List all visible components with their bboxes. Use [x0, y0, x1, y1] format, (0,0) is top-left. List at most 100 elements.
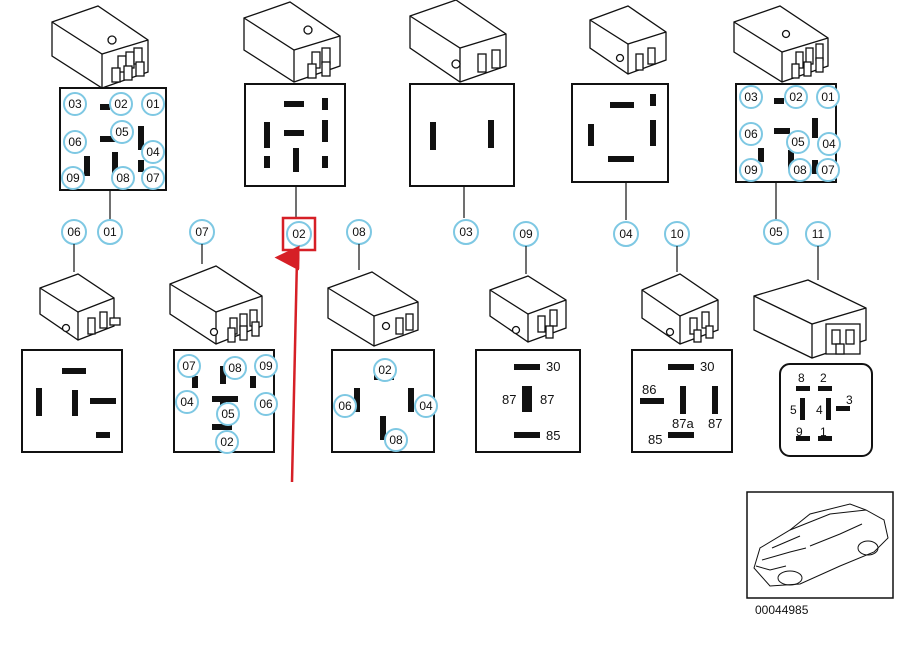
pin-callout-02: 02 — [373, 358, 397, 382]
svg-text:07: 07 — [195, 225, 209, 239]
pin-callout-01: 01 — [816, 85, 840, 109]
pin-callout-04: 04 — [414, 394, 438, 418]
relay-08-pin-callouts: 02 06 04 08 — [333, 358, 438, 452]
car-reference: 00044985 — [746, 491, 894, 617]
pin-callout-09: 09 — [254, 354, 278, 378]
terminal-87: 87 — [540, 392, 554, 407]
svg-text:08: 08 — [228, 361, 242, 375]
part-callout-11[interactable]: 11 — [805, 221, 831, 247]
terminal-87: 87 — [502, 392, 516, 407]
svg-text:07: 07 — [146, 171, 160, 185]
pin-callout-07: 07 — [141, 166, 165, 190]
pin-callout-08: 08 — [788, 158, 812, 182]
relay-icon — [489, 275, 567, 343]
terminal-85: 85 — [546, 428, 560, 443]
pin-callout-06: 06 — [739, 122, 763, 146]
pin-callout-05: 05 — [216, 402, 240, 426]
relay-11: 8 2 5 4 3 9 1 — [753, 246, 873, 457]
svg-text:10: 10 — [670, 227, 684, 241]
svg-text:08: 08 — [352, 225, 366, 239]
relay-icon — [409, 0, 507, 83]
pin-callout-08: 08 — [223, 356, 247, 380]
relay-05-pin-callouts: 03 02 01 06 05 04 09 08 07 — [739, 85, 841, 182]
pin-callout-02: 02 — [109, 92, 133, 116]
svg-text:5: 5 — [790, 403, 797, 417]
svg-text:02: 02 — [114, 97, 128, 111]
relay-icon — [169, 265, 263, 345]
pin-callout-03: 03 — [739, 85, 763, 109]
reference-number: 00044985 — [755, 603, 809, 617]
relay-01: 03 02 01 06 05 04 09 08 07 — [51, 5, 167, 220]
svg-text:03: 03 — [459, 225, 473, 239]
svg-text:02: 02 — [378, 363, 392, 377]
terminal-87a: 87a — [672, 416, 694, 431]
svg-text:05: 05 — [221, 407, 235, 421]
relay-icon — [589, 5, 667, 75]
relay-icon — [641, 273, 719, 345]
relay-icon — [51, 5, 149, 89]
svg-text:01: 01 — [103, 225, 117, 239]
svg-text:01: 01 — [821, 90, 835, 104]
pin-callout-08: 08 — [384, 428, 408, 452]
part-callout-10[interactable]: 10 — [664, 221, 690, 247]
svg-text:02: 02 — [789, 90, 803, 104]
svg-text:11: 11 — [812, 227, 825, 241]
svg-text:04: 04 — [180, 395, 194, 409]
pin-callout-06: 06 — [63, 130, 87, 154]
svg-text:07: 07 — [821, 163, 835, 177]
pin-callout-04: 04 — [817, 132, 841, 156]
svg-text:09: 09 — [519, 227, 533, 241]
part-callout-02[interactable]: 02 — [286, 221, 312, 247]
relay-07: 07 08 09 04 05 06 02 — [169, 244, 278, 454]
svg-text:03: 03 — [744, 90, 758, 104]
relay-11-terminal-labels: 8 2 5 4 3 9 1 — [790, 371, 853, 439]
pin-callout-02: 02 — [784, 85, 808, 109]
part-callout-07[interactable]: 07 — [189, 219, 215, 245]
relay-10: 30 86 87a 87 85 — [631, 246, 733, 453]
relay-05: 03 02 01 06 05 04 09 08 07 — [733, 5, 841, 220]
svg-text:02: 02 — [292, 227, 306, 241]
svg-text:03: 03 — [68, 97, 82, 111]
relay-icon — [243, 1, 341, 83]
part-callout-01[interactable]: 01 — [97, 219, 123, 245]
svg-text:05: 05 — [769, 225, 783, 239]
relay-07-pin-callouts: 07 08 09 04 05 06 02 — [175, 354, 278, 454]
relay-09: 30 87 87 85 — [475, 246, 581, 453]
relay-icon — [753, 279, 867, 359]
pin-callout-04: 04 — [175, 390, 199, 414]
svg-text:06: 06 — [259, 397, 273, 411]
pin-callout-05: 05 — [786, 130, 810, 154]
relay-01-pin-callouts: 03 02 01 06 05 04 09 08 07 — [61, 92, 165, 190]
svg-text:07: 07 — [182, 359, 196, 373]
pin-callout-06: 06 — [333, 394, 357, 418]
relay-04 — [571, 5, 669, 220]
svg-text:8: 8 — [798, 371, 805, 385]
pin-callout-09: 09 — [739, 158, 763, 182]
svg-text:06: 06 — [68, 135, 82, 149]
relay-03 — [409, 0, 515, 218]
part-callout-04[interactable]: 04 — [613, 221, 639, 247]
svg-text:01: 01 — [146, 97, 160, 111]
pin-callout-06: 06 — [254, 392, 278, 416]
svg-text:3: 3 — [846, 393, 853, 407]
part-callout-08[interactable]: 08 — [346, 219, 372, 245]
part-callout-03[interactable]: 03 — [453, 219, 479, 245]
part-callout-09[interactable]: 09 — [513, 221, 539, 247]
relay-06 — [21, 244, 123, 453]
relay-02 — [243, 1, 346, 252]
terminal-86: 86 — [642, 382, 656, 397]
pin-callout-07: 07 — [816, 158, 840, 182]
terminal-30: 30 — [546, 359, 560, 374]
relay-icon — [39, 273, 121, 341]
pin-callout-08: 08 — [111, 166, 135, 190]
terminal-30: 30 — [700, 359, 714, 374]
pin-callout-04: 04 — [141, 140, 165, 164]
svg-text:02: 02 — [220, 435, 234, 449]
svg-text:04: 04 — [146, 145, 160, 159]
svg-text:06: 06 — [338, 399, 352, 413]
svg-text:09: 09 — [744, 163, 758, 177]
relay-09-terminal-labels: 30 87 87 85 — [502, 359, 560, 443]
part-callout-06[interactable]: 06 — [61, 219, 87, 245]
part-callout-05[interactable]: 05 — [763, 219, 789, 245]
